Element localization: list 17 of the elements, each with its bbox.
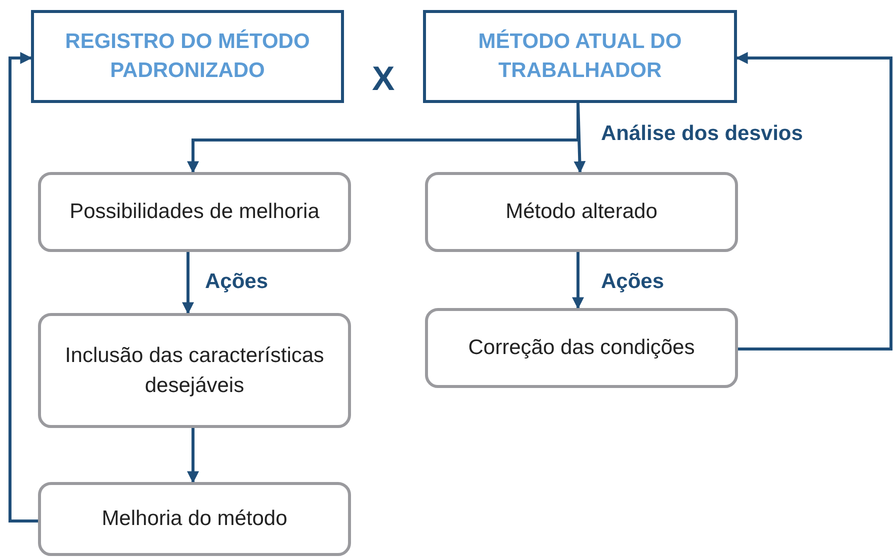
arrow [187, 428, 199, 484]
edge-label: Ações [205, 270, 268, 294]
process-box: Inclusão das características desejáveis [38, 313, 351, 428]
title-box: MÉTODO ATUAL DO TRABALHADOR [423, 10, 737, 103]
process-box: Melhoria do método [38, 482, 351, 556]
process-box: Método alterado [425, 172, 738, 252]
edge-label: Ações [601, 270, 664, 294]
arrow [736, 52, 892, 350]
arrow [182, 252, 194, 314]
arrow [574, 102, 586, 174]
arrow [572, 252, 584, 310]
process-box: Correção das condições [425, 308, 738, 388]
edge-label: Análise dos desvios [601, 122, 803, 146]
versus-label: X [372, 60, 395, 99]
process-box: Possibilidades de melhoria [38, 172, 351, 252]
title-box: REGISTRO DO MÉTODO PADRONIZADO [31, 10, 344, 103]
arrow [8, 52, 38, 522]
